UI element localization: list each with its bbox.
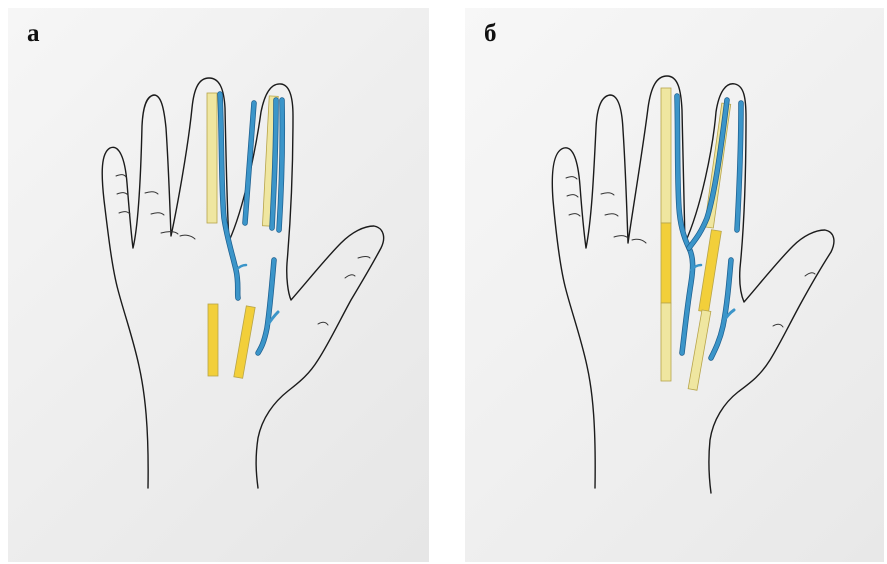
finger-crease: [605, 214, 618, 216]
finger-crease: [117, 193, 128, 195]
hand-drawing-a: [8, 8, 429, 562]
finger-crease: [773, 324, 783, 327]
tendon: [661, 88, 671, 223]
vessel: [258, 260, 274, 353]
hand-drawing-b: [465, 8, 884, 562]
finger-crease: [567, 195, 578, 197]
tendon: [688, 310, 711, 390]
finger-crease: [116, 175, 126, 177]
finger-crease: [805, 273, 815, 276]
finger-crease: [614, 236, 628, 238]
tendon: [661, 303, 671, 381]
finger-crease: [180, 235, 195, 239]
panel-a: а: [8, 8, 429, 562]
tendon: [699, 230, 722, 313]
finger-crease: [119, 212, 130, 214]
finger-crease: [358, 257, 370, 259]
finger-crease: [569, 214, 580, 216]
finger-crease: [151, 213, 164, 215]
panel-b: б: [465, 8, 884, 562]
tendon: [208, 304, 218, 376]
finger-crease: [566, 177, 577, 179]
hand-outline: [102, 78, 383, 488]
finger-crease: [161, 232, 178, 234]
finger-crease: [345, 275, 355, 278]
vessel: [220, 94, 238, 298]
finger-crease: [632, 239, 646, 243]
tendon: [234, 306, 255, 378]
tendon: [207, 93, 217, 223]
tendon: [661, 223, 671, 303]
finger-crease: [145, 192, 158, 194]
finger-crease: [318, 322, 328, 325]
finger-crease: [601, 193, 614, 195]
